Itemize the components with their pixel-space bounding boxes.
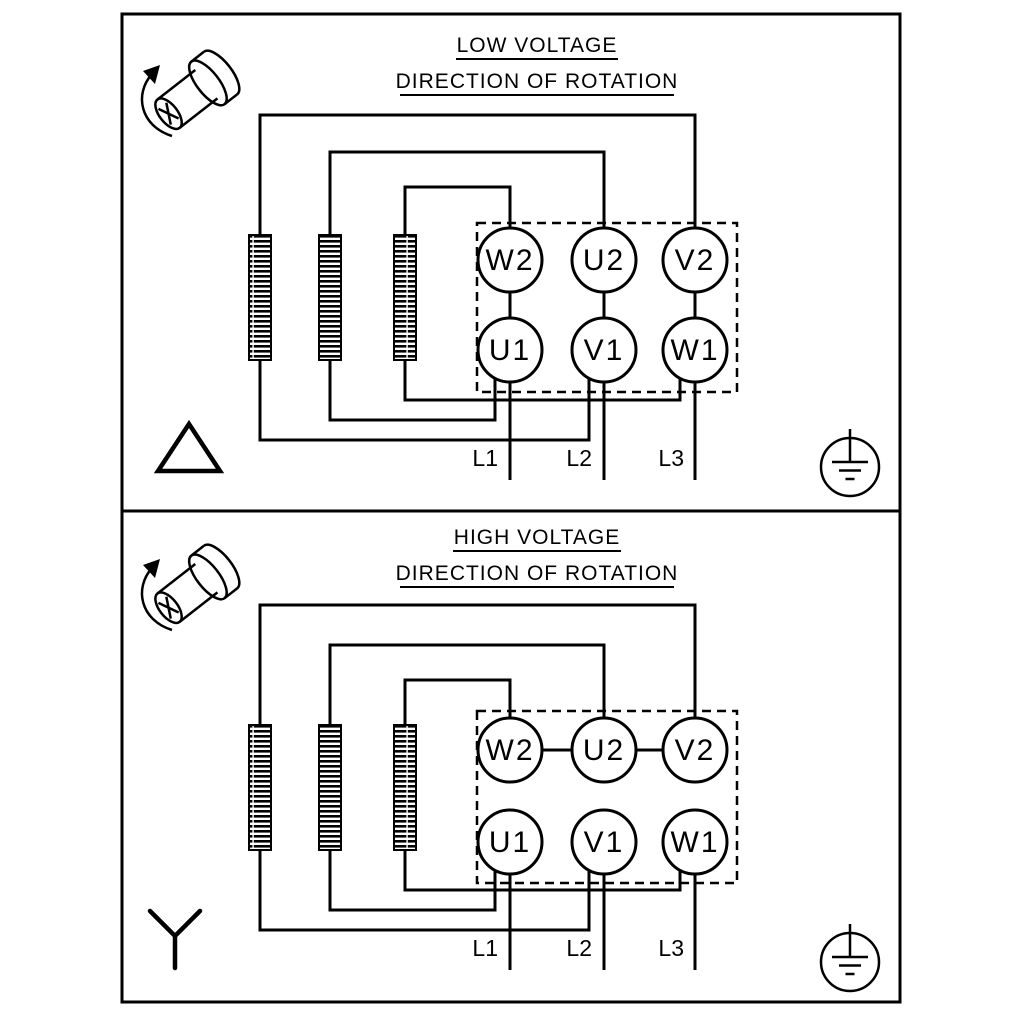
- terminal-V2: [661, 716, 729, 784]
- terminal-U2: [570, 226, 638, 294]
- panel-title: HIGH VOLTAGE: [454, 526, 620, 549]
- wire: [258, 603, 697, 725]
- terminal-box: [475, 709, 739, 885]
- terminal-label: U1: [489, 826, 531, 859]
- wire: [258, 113, 697, 235]
- wire: [258, 850, 591, 932]
- wire: [328, 150, 606, 235]
- terminal-label: V1: [584, 826, 625, 859]
- terminal-label: V1: [584, 334, 625, 367]
- terminal-V2: [661, 226, 729, 294]
- star-connection-icon: [147, 908, 203, 971]
- lead-label: L1: [472, 935, 498, 961]
- lead-label: L2: [566, 445, 592, 471]
- terminal-label: V2: [675, 244, 716, 277]
- terminal-U1: [476, 808, 544, 876]
- winding-coil: [248, 234, 272, 361]
- rotation-arrow: [140, 73, 173, 138]
- terminal-box: [475, 221, 739, 394]
- wire: [403, 678, 512, 725]
- wire: [328, 850, 497, 912]
- shaft-rotation-icon: [140, 543, 241, 632]
- wire: [403, 185, 512, 235]
- winding-coil: [248, 724, 272, 851]
- terminal-label: W2: [486, 244, 535, 277]
- terminal-W2: [476, 226, 544, 294]
- diagram-frame: [120, 12, 902, 1004]
- terminal-W1: [661, 808, 729, 876]
- wire: [328, 360, 497, 422]
- terminal-label: W2: [486, 734, 535, 767]
- lead-label: L2: [566, 935, 592, 961]
- panel-subtitle: DIRECTION OF ROTATION: [396, 562, 679, 585]
- shaft-cross-mark: [165, 102, 172, 125]
- terminal-U1: [476, 316, 544, 384]
- panel-high-voltage: HIGH VOLTAGE DIRECTION OF ROTATION: [140, 526, 881, 993]
- wire: [258, 360, 591, 442]
- winding-coil: [318, 724, 342, 851]
- terminal-U2: [570, 716, 638, 784]
- panel-subtitle: DIRECTION OF ROTATION: [396, 70, 679, 93]
- rotation-arrowhead: [143, 65, 160, 84]
- wire: [403, 850, 682, 892]
- terminal-label: U2: [583, 734, 625, 767]
- terminal-V1: [570, 316, 638, 384]
- lead-label: L3: [658, 445, 684, 471]
- terminal-V1: [570, 808, 638, 876]
- terminal-label: W1: [671, 826, 720, 859]
- winding-coil: [318, 234, 342, 361]
- delta-connection-icon: [153, 419, 225, 474]
- terminal-label: U2: [583, 244, 625, 277]
- winding-coil: [393, 724, 417, 851]
- lead-label: L3: [658, 935, 684, 961]
- terminal-W1: [661, 316, 729, 384]
- earth-ground-icon: [819, 429, 881, 498]
- panel-low-voltage: LOW VOLTAGE DIRECTION OF ROTATION: [140, 34, 881, 498]
- lead-label: L1: [472, 445, 498, 471]
- terminal-label: U1: [489, 334, 531, 367]
- rotation-arrow: [140, 567, 173, 632]
- wire: [328, 643, 606, 725]
- wire: [403, 360, 682, 402]
- shaft-rotation-icon: [140, 49, 241, 138]
- panel-title: LOW VOLTAGE: [457, 34, 618, 57]
- winding-coil: [393, 234, 417, 361]
- terminal-W2: [476, 716, 544, 784]
- terminal-label: W1: [671, 334, 720, 367]
- shaft-cross-mark: [165, 596, 172, 619]
- terminal-label: V2: [675, 734, 716, 767]
- earth-ground-icon: [819, 924, 881, 993]
- rotation-arrowhead: [143, 559, 160, 578]
